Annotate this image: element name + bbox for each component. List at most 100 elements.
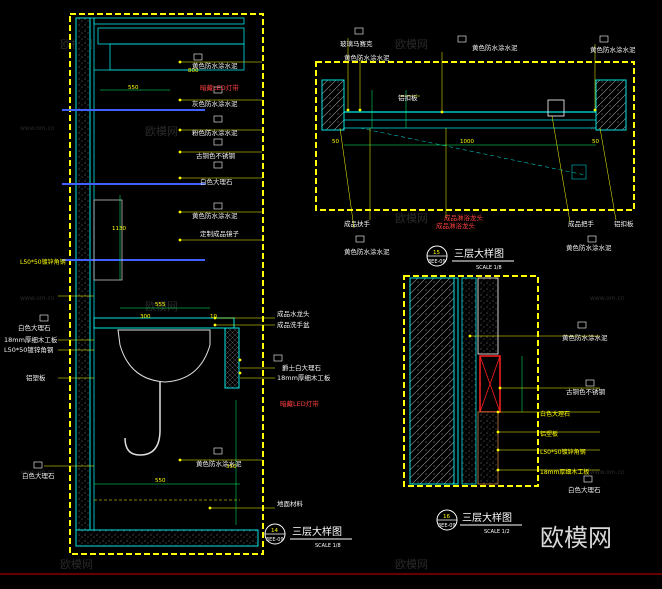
label-tag bbox=[355, 235, 365, 243]
countertop bbox=[93, 317, 235, 329]
dim-text: 50 bbox=[592, 139, 599, 145]
dimension-lines bbox=[344, 90, 596, 146]
material-label: 黄色防水涂水泥 bbox=[344, 53, 390, 62]
watermark-url: www.om.cn bbox=[590, 295, 625, 302]
red-note: 暗藏LED灯带 bbox=[200, 83, 239, 92]
label-tag bbox=[577, 321, 587, 329]
dim-text: 550 bbox=[155, 478, 166, 484]
detail-number: 14 bbox=[271, 528, 278, 534]
wall-left bbox=[321, 79, 345, 131]
wall-concrete bbox=[409, 277, 455, 485]
detail-number: 15 bbox=[433, 250, 440, 256]
dimension-lines bbox=[94, 89, 240, 525]
dim-text: 550 bbox=[128, 85, 139, 91]
dim-text: 800 bbox=[188, 68, 199, 74]
left-label: 18mm厚细木工板 bbox=[4, 335, 58, 344]
label-tag bbox=[354, 27, 364, 35]
detail-15-plan: 1000 50 50 玻璃马赛克 黄色防水涂水泥 黄色防水涂水泥 黄色防水涂水泥… bbox=[315, 27, 636, 256]
detail-16-title: 16 3EE-09 三层大样图 SCALE 1/2 bbox=[436, 509, 522, 535]
watermark: 欧模网 bbox=[395, 38, 428, 51]
red-note: 成品淋浴龙头 bbox=[436, 221, 476, 230]
material-label: 18mm厚细木工板 bbox=[277, 373, 331, 382]
material-label: 定制成品镜子 bbox=[200, 229, 240, 238]
wall-right bbox=[595, 79, 627, 131]
wall-mortar bbox=[461, 277, 477, 485]
material-label: 地面材料 bbox=[277, 499, 304, 508]
label-tag bbox=[585, 379, 595, 387]
material-label: 成品洗手盆 bbox=[277, 320, 310, 329]
ceiling-line bbox=[93, 17, 245, 25]
dim-text: 1000 bbox=[460, 139, 474, 145]
left-label: L50*50镀锌角钢 bbox=[4, 345, 54, 354]
label-tags bbox=[33, 53, 283, 469]
material-label: 铝扣板 bbox=[614, 219, 634, 228]
watermark: 欧模网 bbox=[145, 125, 178, 138]
leader-lines bbox=[339, 38, 617, 229]
material-label: L50*50镀锌角钢 bbox=[540, 448, 586, 456]
dim-text: 50 bbox=[332, 139, 339, 145]
material-label: 粉色防水涂水泥 bbox=[192, 128, 238, 137]
door-swing bbox=[359, 127, 586, 176]
red-note: 暗藏LED灯带 bbox=[280, 399, 319, 408]
leader-points bbox=[178, 60, 242, 510]
material-label: 黄色防水涂水泥 bbox=[566, 243, 612, 252]
counter-front bbox=[224, 327, 240, 389]
material-label: 古铜色不锈钢 bbox=[196, 151, 236, 160]
sheet-ref: 3EE-09 bbox=[438, 523, 456, 529]
door-leaf bbox=[571, 164, 587, 180]
material-label: 铝塑板 bbox=[540, 430, 558, 438]
material-label: 白色大理石 bbox=[540, 410, 570, 418]
left-label: 铝塑板 bbox=[26, 373, 46, 382]
detail-15-title: 15 3EE-09 三层大样图 SCALE 1/8 bbox=[426, 245, 514, 271]
leader-lines bbox=[44, 61, 275, 509]
material-label: 18mm厚细木工板 bbox=[540, 468, 589, 476]
label-tag bbox=[583, 475, 593, 483]
material-label: 成品水龙头 bbox=[277, 309, 310, 318]
material-label: 黄色防水涂水泥 bbox=[196, 459, 242, 468]
sheet-ref: 3EE-09 bbox=[266, 537, 284, 543]
watermark-layer: 欧模网 欧模网 欧模网 欧模网 欧模网 欧模网 欧模网 www.om.cn ww… bbox=[20, 38, 625, 571]
wall-finish bbox=[453, 277, 459, 485]
label-tag bbox=[599, 35, 609, 43]
material-label: 铝扣板 bbox=[398, 93, 418, 102]
material-label: 黄色防水涂水泥 bbox=[344, 247, 390, 256]
leader-points bbox=[468, 334, 502, 472]
dim-text: 555 bbox=[155, 302, 166, 308]
material-label: 玻璃马赛克 bbox=[340, 39, 373, 48]
label-tag bbox=[457, 35, 467, 43]
material-label: 成品把手 bbox=[568, 219, 595, 228]
watermark-url: www.om.cn bbox=[590, 469, 625, 476]
detail-number: 16 bbox=[443, 514, 450, 520]
detail-15-frame bbox=[315, 61, 635, 211]
detail-14-section: 550 800 1130 555 300 10 350 550 黄色防水涂水泥 … bbox=[4, 13, 331, 555]
scale-text: SCALE 1/8 bbox=[476, 265, 502, 271]
detail-16-section: 黄色防水涂水泥 古铜色不锈钢 白色大理石 铝塑板 L50*50镀锌角钢 18mm… bbox=[403, 275, 608, 494]
left-label: 白色大理石 bbox=[18, 323, 51, 332]
watermark: 欧模网 bbox=[60, 558, 93, 571]
sheet-ref: 3EE-09 bbox=[428, 259, 446, 265]
dim-text: 300 bbox=[140, 314, 151, 320]
watermark-url: www.om.cn bbox=[20, 125, 55, 132]
material-label: 爵士白大理石 bbox=[282, 363, 322, 372]
mirror bbox=[93, 199, 123, 281]
detail-14-frame bbox=[69, 13, 264, 555]
material-label: 成品扶手 bbox=[344, 219, 371, 228]
watermark: 欧模网 bbox=[395, 558, 428, 571]
material-label: 白色大理石 bbox=[568, 485, 601, 494]
material-label: 灰色防水涂水泥 bbox=[192, 99, 238, 108]
ceiling-box bbox=[97, 27, 245, 45]
scale-text: SCALE 1/2 bbox=[484, 529, 510, 535]
dim-text: 1130 bbox=[112, 226, 126, 232]
niche-cross bbox=[479, 355, 501, 413]
label-tag bbox=[587, 235, 597, 243]
dim-text: 350 bbox=[226, 464, 237, 470]
scale-text: SCALE 1/8 bbox=[315, 543, 341, 549]
detail-title: 三层大样图 bbox=[454, 247, 504, 260]
watermark-url: www.om.cn bbox=[20, 295, 55, 302]
red-note: 成品淋浴龙头 bbox=[444, 213, 484, 222]
watermark: 欧模网 bbox=[395, 212, 428, 225]
detail-16-frame bbox=[403, 275, 539, 487]
material-label: 白色大理石 bbox=[200, 177, 233, 186]
